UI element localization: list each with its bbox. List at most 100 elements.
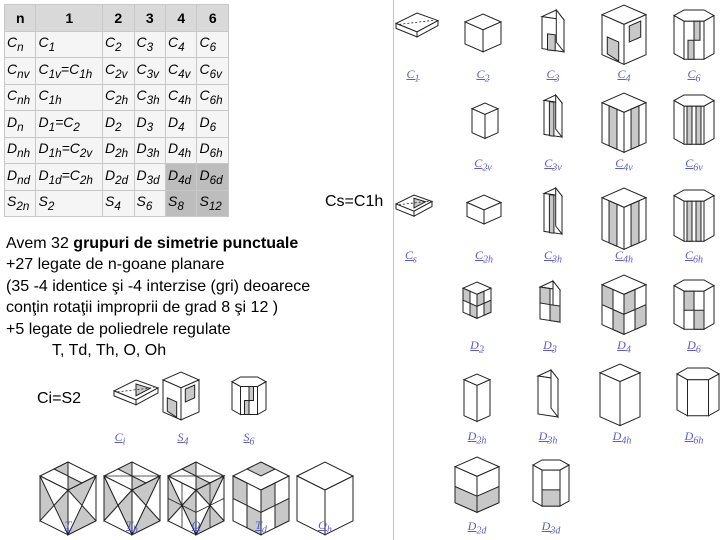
group-label-link[interactable]: C6h [684, 248, 704, 266]
fig-6-side [555, 93, 563, 139]
text-line-5: +5 legate de poliedrele regulate [6, 321, 231, 338]
group-label-link[interactable]: C4h [614, 248, 634, 266]
table-cell: S12 [196, 189, 229, 217]
fig-27-tri-5 [52, 461, 69, 477]
fig-23-side-0 [532, 464, 543, 507]
group-label-link[interactable]: S6 [243, 430, 255, 448]
table-cell: D4h [164, 136, 198, 164]
group-label-link[interactable]: Cs [405, 248, 417, 266]
text-line-1: Avem 32 grupuri de simetrie punctuale [6, 233, 298, 255]
table-cell: C1h [35, 83, 104, 111]
table-cell: Dn [3, 110, 37, 138]
group-label-link[interactable]: D4h [612, 429, 632, 447]
edge [195, 498, 225, 513]
table-cell: C2 [102, 30, 135, 58]
fig-13-side-2 [703, 194, 715, 243]
fig-14-shade-3 [476, 290, 485, 308]
group-label-link[interactable]: C2 [476, 67, 490, 85]
group-label-link[interactable]: D2 [470, 338, 484, 356]
fig-17-shade-2 [693, 309, 705, 330]
group-label-link[interactable]: C3h [543, 248, 563, 266]
fig-27-tri-2 [53, 488, 69, 536]
fig-8-side-0 [673, 99, 685, 146]
group-label-link[interactable]: T [64, 518, 72, 532]
group-label-link[interactable]: C3v [544, 156, 562, 174]
fig-21-side-2 [708, 373, 720, 417]
fig-8-shade-1 [686, 105, 693, 145]
fig-1-right [482, 21, 502, 53]
fig-6-shade [548, 101, 555, 137]
fig-21-side-1 [687, 379, 709, 417]
table-cell: C1 [35, 30, 104, 58]
group-label-link[interactable]: D2h [467, 429, 487, 447]
fig-30-sq-5 [245, 461, 277, 477]
group-label-link[interactable]: C3 [546, 67, 560, 85]
text-line-3: (35 -4 identice şi -4 interzise (gri) de… [6, 278, 311, 295]
table-cell: S2 [35, 189, 104, 217]
group-label-link[interactable]: D3d [541, 519, 561, 537]
group-label-link[interactable]: D4 [617, 338, 631, 356]
group-label-link[interactable]: D2d [467, 519, 487, 537]
fig-8-side-2 [703, 99, 715, 146]
group-label-link[interactable]: Oh [318, 518, 332, 536]
fig-11-side [555, 186, 563, 236]
fig-16-shade-4 [634, 303, 647, 331]
table-cell: D4d [164, 163, 198, 191]
fig-22-shade-r [476, 485, 500, 514]
fig-26-side-2 [257, 380, 267, 416]
table-cell: D1d=C2h [35, 163, 104, 191]
table-cell: D6h [196, 136, 229, 164]
group-label-link[interactable]: D3h [538, 429, 558, 447]
edge [399, 19, 435, 25]
fig-5-right [484, 107, 499, 140]
group-label-link[interactable]: C6 [687, 67, 701, 85]
fig-16-shade-1 [601, 283, 614, 311]
fig-0-edge-r [416, 19, 439, 38]
text-line-1-prefix: Avem 32 [6, 235, 74, 252]
group-label-link[interactable]: S4 [177, 430, 189, 448]
fig-27-tri-4 [66, 504, 97, 536]
group-label-link[interactable]: C1 [406, 67, 420, 85]
fig-23-side-2 [559, 464, 570, 507]
header-cell-4: 4 [164, 4, 198, 32]
group-label-link[interactable]: D6 [687, 338, 701, 356]
table-cell: C4h [164, 83, 198, 111]
fig-13-shade-1 [686, 200, 693, 242]
group-label-link[interactable]: C4v [615, 156, 633, 174]
table-cell: C3h [133, 83, 166, 111]
table-cell: Dnd [3, 163, 37, 191]
group-label-link[interactable]: C2h [474, 248, 494, 266]
fig-8-shade-2 [695, 105, 702, 145]
fig-20-right [619, 372, 641, 427]
table-cell: D3 [133, 110, 166, 138]
edge [131, 475, 161, 535]
fig-31-right [324, 475, 354, 536]
fig-23-shade [541, 489, 561, 507]
table-cell: S6 [133, 189, 166, 217]
group-label-link[interactable]: C2v [474, 156, 492, 174]
table-cell: Dnh [3, 136, 37, 164]
edge [167, 498, 197, 513]
table-cell: S8 [164, 189, 198, 217]
group-label-link[interactable]: O [191, 518, 201, 532]
fig-18-right [476, 378, 491, 423]
group-label-link[interactable]: D3 [543, 338, 557, 356]
group-label-link[interactable]: D6h [684, 429, 704, 447]
group-label-link[interactable]: Td [255, 518, 267, 536]
table-cell: C6h [196, 83, 229, 111]
fig-12-shade-r [630, 200, 640, 248]
fig-24-edge-r [135, 387, 159, 406]
group-label-link[interactable]: C4 [617, 67, 631, 85]
group-label-link[interactable]: C6v [685, 156, 703, 174]
fig-4-shade-1 [687, 39, 695, 60]
fig-7-shade-l [608, 105, 618, 151]
header-cell-2: 2 [102, 4, 135, 32]
group-label-link[interactable]: Th [126, 518, 138, 536]
fig-30-sq-2 [246, 504, 262, 536]
fig-27-tri-6 [67, 475, 84, 491]
group-label-link[interactable]: Ci [114, 430, 126, 448]
